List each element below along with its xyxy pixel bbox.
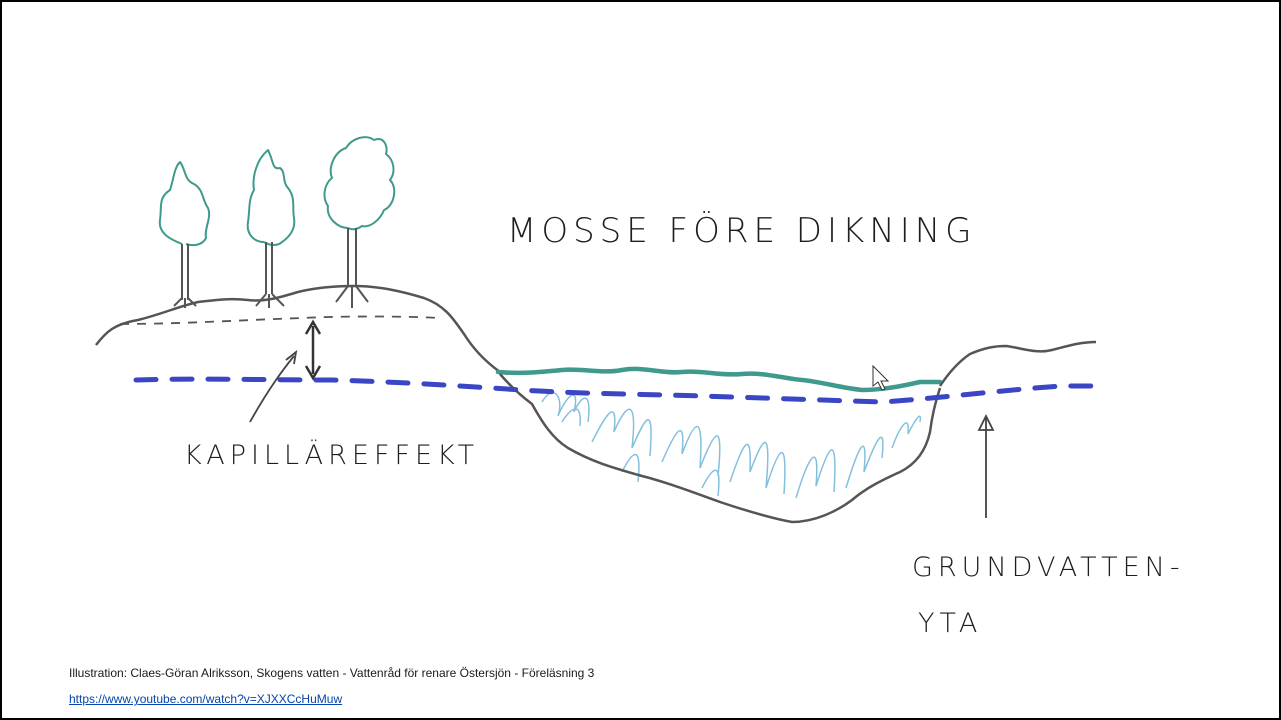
groundwater-label-line2: YTA (918, 608, 982, 639)
groundwater-label-line1: GRUNDVATTEN- (912, 552, 1185, 583)
groundwater-table-line (133, 376, 1095, 405)
illustration-credit: Illustration: Claes-Göran Alriksson, Sko… (69, 666, 595, 680)
tree-2 (246, 149, 296, 246)
bog-surface (495, 366, 943, 393)
bog-water-hatching (541, 392, 922, 499)
ground-surface-left (95, 284, 509, 376)
tree-3-trunk (335, 228, 369, 308)
mouse-pointer-icon (872, 364, 890, 391)
tree-1 (158, 161, 211, 247)
ground-surface-right (938, 340, 1097, 387)
groundwater-pointer-arrow (977, 413, 995, 518)
bog-basin-outline (499, 373, 942, 524)
capillary-effect-label: KAPILLÄREFFEKT (184, 439, 479, 471)
source-link[interactable]: https://www.youtube.com/watch?v=XJXXCcHu… (69, 692, 343, 706)
tree-1-trunk (173, 244, 197, 308)
tree-3 (323, 136, 396, 231)
diagram-title: MOSSE FÖRE DIKNING (507, 211, 977, 251)
capillary-fringe-line (119, 315, 441, 325)
capillary-double-arrow (304, 319, 322, 381)
capillary-pointer-arrow (249, 349, 298, 423)
